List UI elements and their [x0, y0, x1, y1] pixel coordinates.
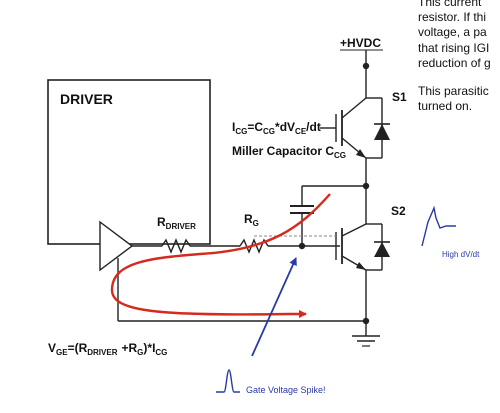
- s2-label: S2: [391, 204, 406, 218]
- miller-capacitor: [290, 185, 366, 246]
- rg-label: RG: [244, 212, 259, 228]
- paragraph-line-3: voltage, a pa: [418, 25, 487, 39]
- buffer-triangle: [99, 220, 134, 272]
- paragraph-line-7: turned on.: [418, 99, 472, 113]
- rg-resistor: [239, 238, 269, 254]
- ground-node-dot: [362, 317, 370, 325]
- vge-equation: VGE=(RDRIVER+RG)*ICG: [48, 341, 167, 357]
- icg-equation: ICG=CCG*dVCE/dt: [232, 120, 321, 136]
- gate-spike-arrow: [251, 257, 297, 357]
- s1-igbt: S1: [320, 90, 407, 159]
- paragraph-line-4: that rising IGI: [418, 41, 489, 55]
- hvdc-node-dot: [362, 62, 370, 70]
- high-dvdt-label: High dV/dt: [442, 250, 480, 259]
- paragraph-text: This current resistor. If thi voltage, a…: [418, 0, 491, 113]
- gate-spike-waveform: Gate Voltage Spike!: [216, 369, 326, 395]
- rdriver-label: RDRIVER: [157, 215, 196, 231]
- paragraph-line-6: This parasitic: [418, 84, 489, 98]
- paragraph-line-1: This current: [418, 0, 482, 9]
- gate-spike-label: Gate Voltage Spike!: [246, 385, 326, 395]
- s1-label: S1: [392, 90, 407, 104]
- rdriver-resistor: [161, 238, 191, 254]
- driver-label: DRIVER: [60, 91, 113, 107]
- paragraph-line-2: resistor. If thi: [418, 10, 486, 24]
- hvdc-label: +HVDC: [340, 36, 381, 50]
- paragraph-line-5: reduction of g: [418, 56, 491, 70]
- miller-capacitor-label: Miller Capacitor CCG: [232, 144, 346, 160]
- s2-igbt: S2: [335, 204, 406, 271]
- ground-symbol: [352, 335, 380, 347]
- current-path-arrow: [110, 193, 331, 318]
- high-dvdt-waveform: High dV/dt: [421, 205, 480, 259]
